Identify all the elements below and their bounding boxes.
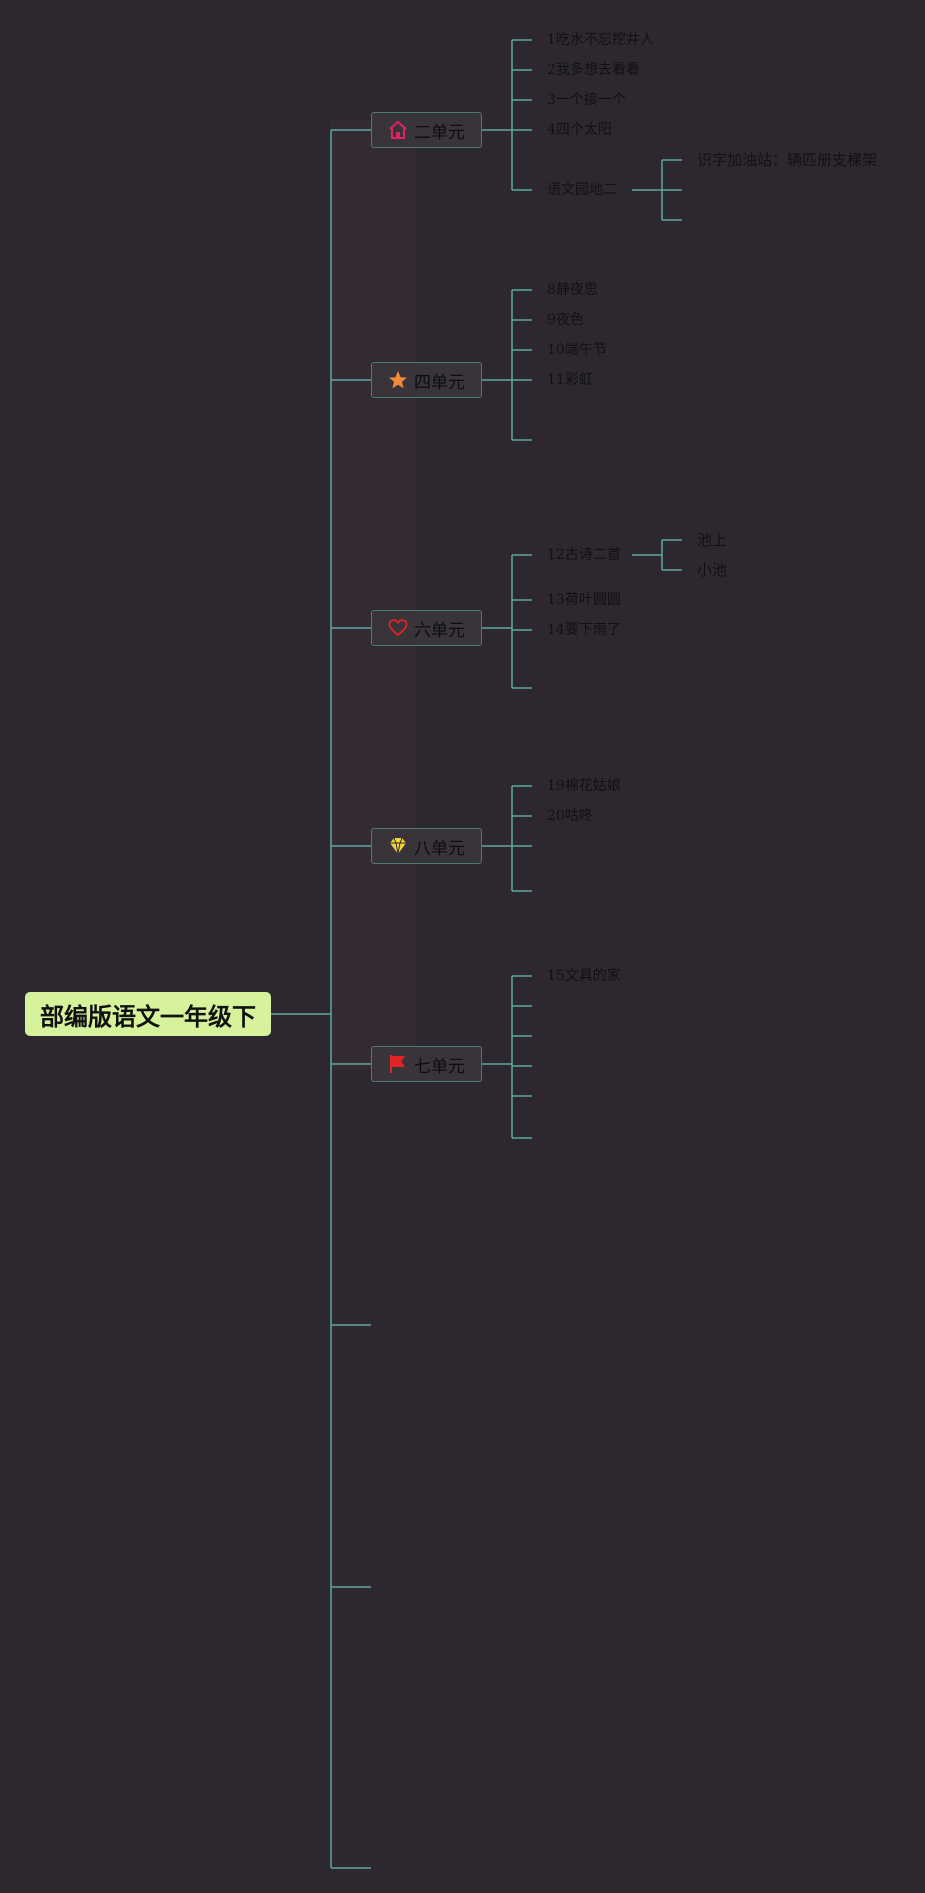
leaf-topic[interactable]: 20咕咚 xyxy=(547,808,593,824)
branch-unit-8[interactable]: 八单元 xyxy=(371,828,482,864)
leaf-topic[interactable]: 12古诗二首 xyxy=(547,547,621,563)
leaf-topic[interactable]: 11彩虹 xyxy=(547,372,593,388)
leaf-topic[interactable]: 语文园地二 xyxy=(547,182,617,198)
sub-leaf-topic[interactable]: 识字加油站：辆匹册支棵架 xyxy=(697,151,878,169)
leaf-topic[interactable]: 19棉花姑娘 xyxy=(547,778,621,794)
leaf-topic[interactable]: 2我多想去看看 xyxy=(547,62,640,78)
star-icon xyxy=(388,370,408,390)
leaf-topic[interactable]: 1吃水不忘挖井人 xyxy=(547,32,654,48)
branch-unit-2[interactable]: 二单元 xyxy=(371,112,482,148)
branch-unit-4[interactable]: 四单元 xyxy=(371,362,482,398)
branch-label: 八单元 xyxy=(414,838,465,859)
root-topic[interactable]: 部编版语文一年级下 xyxy=(25,992,271,1036)
sub-leaf-topic[interactable]: 池上 xyxy=(697,531,728,549)
house-icon xyxy=(388,120,408,140)
leaf-topic[interactable]: 15文具的家 xyxy=(547,968,621,984)
branch-label: 六单元 xyxy=(414,620,465,641)
leaf-topic[interactable]: 9夜色 xyxy=(547,312,584,328)
branch-label: 二单元 xyxy=(414,122,465,143)
branch-unit-7[interactable]: 七单元 xyxy=(371,1046,482,1082)
leaf-topic[interactable]: 14要下雨了 xyxy=(547,622,621,638)
sub-leaf-topic[interactable]: 小池 xyxy=(697,561,728,579)
branch-unit-6[interactable]: 六单元 xyxy=(371,610,482,646)
leaf-topic[interactable]: 13荷叶圆圆 xyxy=(547,592,621,608)
leaf-topic[interactable]: 8静夜思 xyxy=(547,282,598,298)
branch-label: 四单元 xyxy=(414,372,465,393)
diamond-icon xyxy=(388,836,408,856)
heart-icon xyxy=(388,618,408,638)
leaf-topic[interactable]: 3一个接一个 xyxy=(547,92,626,108)
branch-label: 七单元 xyxy=(414,1056,465,1077)
leaf-topic[interactable]: 10端午节 xyxy=(547,342,607,358)
flag-icon xyxy=(388,1054,408,1074)
leaf-topic[interactable]: 4四个太阳 xyxy=(547,122,612,138)
